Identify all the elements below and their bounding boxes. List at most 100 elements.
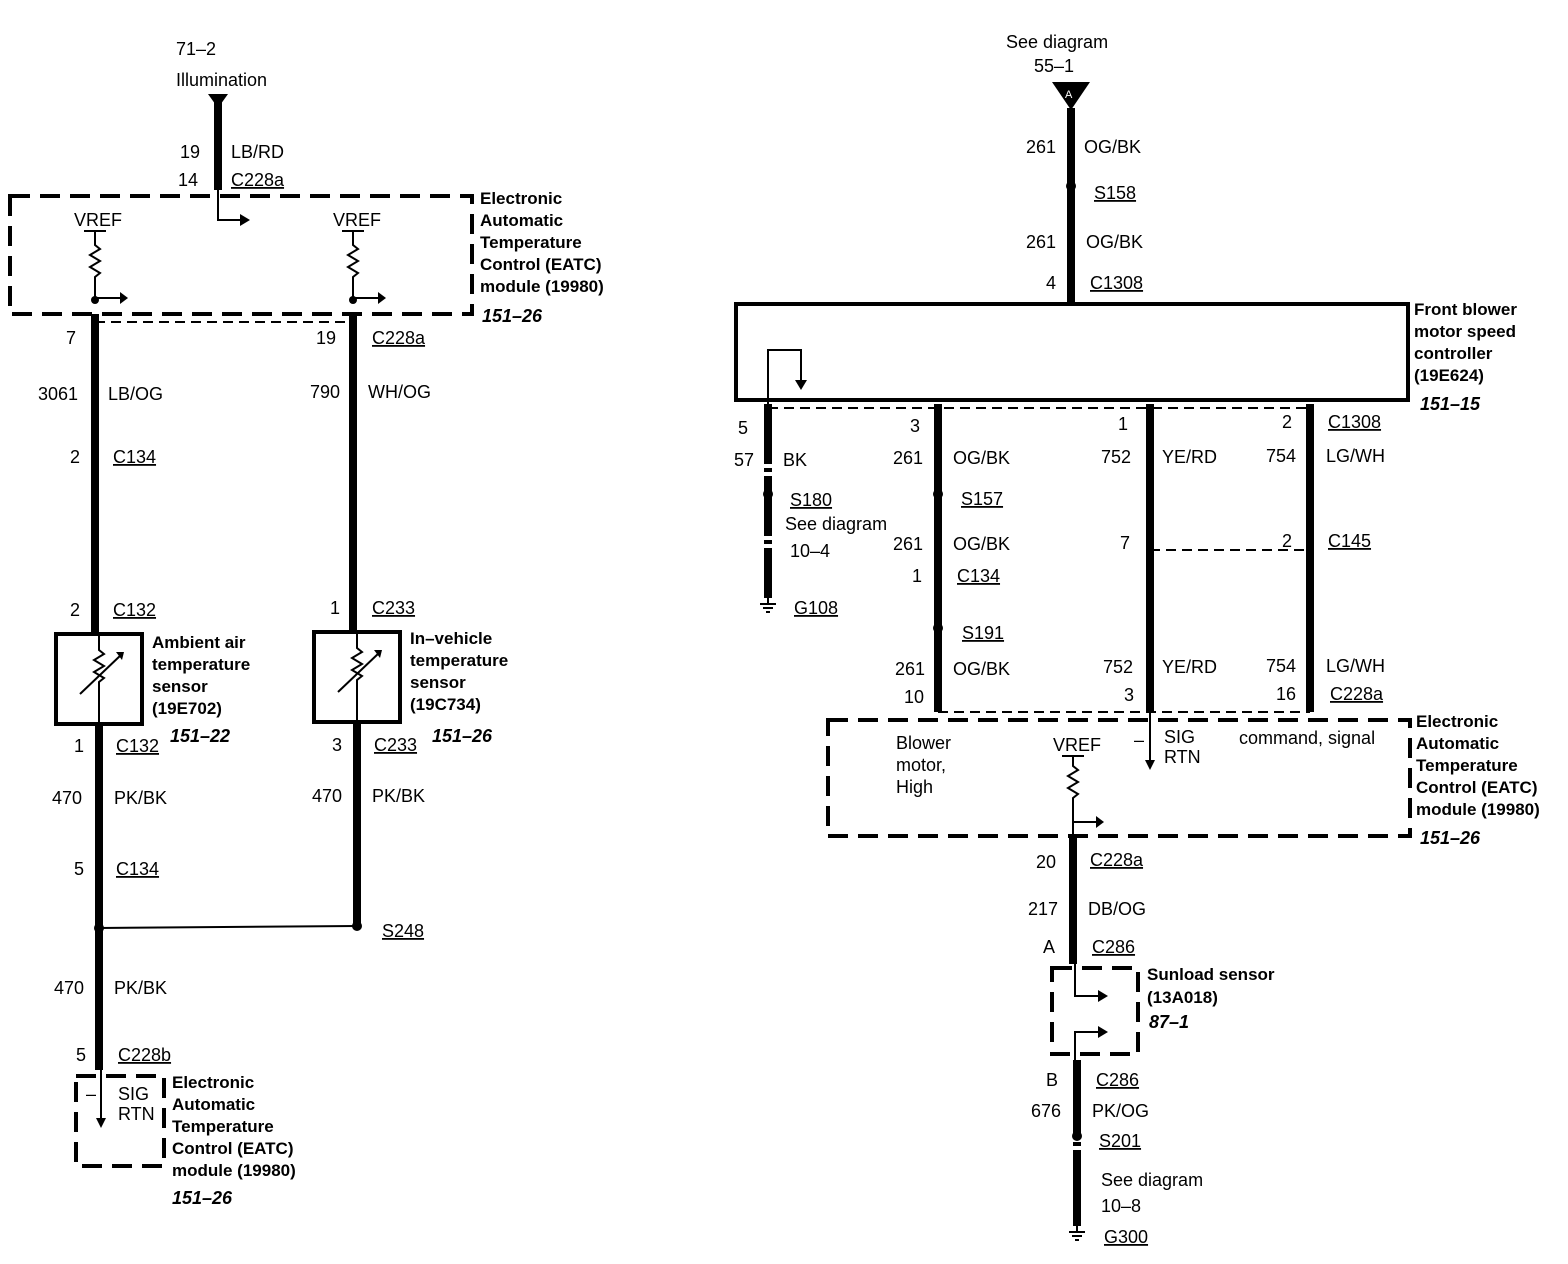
eatc-command: command, signal (1239, 728, 1375, 748)
wire-b-lower-circuit: 470 (312, 786, 342, 806)
eatc-top-title-5: module (19980) (480, 277, 604, 296)
right-circuit: See diagram 55–1 A 261 OG/BK S158 261 OG… (734, 32, 1540, 1247)
splice-s248-node-b (352, 921, 362, 931)
eatc-sense-arrow-icon (1096, 816, 1104, 828)
w2-c134: C134 (957, 566, 1000, 586)
wire-a-lower-c132-pin: 1 (74, 736, 84, 756)
eatc-vref: VREF (1053, 735, 1101, 755)
feed-pin: 4 (1046, 273, 1056, 293)
w3-color2: YE/RD (1162, 657, 1217, 677)
sun-out-circuit: 676 (1031, 1101, 1061, 1121)
sunload-internal-top (1074, 964, 1102, 997)
eatc-top-vref-b: VREF (333, 210, 381, 230)
w3-circuit2: 752 (1103, 657, 1133, 677)
illumination-label: Illumination (176, 70, 267, 90)
ambient-variable-line (79, 653, 123, 695)
w2-splice: S157 (961, 489, 1003, 509)
ambient-title-2: temperature (152, 655, 250, 674)
wire-bottom-pin: 5 (76, 1045, 86, 1065)
ambient-title-3: sensor (152, 677, 208, 696)
wire-a-c134-pin: 2 (70, 447, 80, 467)
connector-a-marker: A (1065, 89, 1073, 101)
sun-out-ground: G300 (1104, 1227, 1148, 1247)
see-top-label: See diagram (1006, 32, 1108, 52)
wire-a-c132-pin: 2 (70, 600, 80, 620)
controller-title-1: Front blower (1414, 300, 1517, 319)
invehicle-thermistor-icon (350, 632, 364, 722)
eatc-right-title-2: Automatic (1416, 734, 1499, 753)
wire-b-c233-pin: 1 (330, 598, 340, 618)
sunload-internal-bottom (1074, 1031, 1102, 1066)
invehicle-variable-line (337, 651, 381, 693)
eatc-top-page: 151–26 (482, 306, 543, 326)
w2-color2: OG/BK (953, 534, 1010, 554)
eatc-right-title-5: module (19980) (1416, 800, 1540, 819)
eatc-top-title-4: Control (EATC) (480, 255, 602, 274)
eatc-bottom-title-1: Electronic (172, 1073, 254, 1092)
w2-pin: 3 (910, 416, 920, 436)
wire-a-lower-color: PK/BK (114, 788, 167, 808)
sunload-page: 87–1 (1149, 1012, 1189, 1032)
ambient-thermistor-icon (92, 634, 106, 724)
eatc-minus: – (1134, 730, 1144, 750)
controller-title-4: (19E624) (1414, 366, 1484, 385)
w2-c134-pin: 1 (912, 566, 922, 586)
sun-wire-c286-pin: A (1043, 937, 1055, 957)
sunload-title-2: (13A018) (1147, 988, 1218, 1007)
invehicle-title-1: In–vehicle (410, 629, 492, 648)
wire-b-connector-top: C228a (372, 328, 426, 348)
node-a (91, 296, 99, 304)
w3-circuit: 752 (1101, 447, 1131, 467)
eatc-right-title-4: Control (EATC) (1416, 778, 1538, 797)
w2-circuit2: 261 (893, 534, 923, 554)
eatc-bottom-page: 151–26 (172, 1188, 233, 1208)
controller-title-2: motor speed (1414, 322, 1516, 341)
sun-out-see-ref: 10–8 (1101, 1196, 1141, 1216)
eatc-right-title-3: Temperature (1416, 756, 1518, 775)
w1-color: BK (783, 450, 807, 470)
sunload-arrow-top-icon (1098, 990, 1108, 1002)
invehicle-title-2: temperature (410, 651, 508, 670)
sun-wire-pin: 20 (1036, 852, 1056, 872)
wire-b-c233: C233 (372, 598, 415, 618)
w3-pin-bottom: 3 (1124, 685, 1134, 705)
sunload-arrow-bottom-icon (1098, 1026, 1108, 1038)
wire-b-lower-c233: C233 (374, 735, 417, 755)
wire-a-pin-top: 7 (66, 328, 76, 348)
w4-pin-bottom: 16 (1276, 684, 1296, 704)
w1-see: See diagram (785, 514, 887, 534)
feed-circuit1: 261 (1026, 137, 1056, 157)
s158-node (1066, 181, 1076, 191)
wire-19-connector: C228a (231, 170, 285, 190)
w1-pin: 5 (738, 418, 748, 438)
controller-internal (767, 349, 802, 404)
wire-b-pin-top: 19 (316, 328, 336, 348)
splice-s248: S248 (382, 921, 424, 941)
feed-color1: OG/BK (1084, 137, 1141, 157)
eatc-top-title-3: Temperature (480, 233, 582, 252)
s191-node (933, 623, 943, 633)
controller-internal-arrow-icon (795, 380, 807, 390)
w4-color2: LG/WH (1326, 656, 1385, 676)
w4-connector: C1308 (1328, 412, 1381, 432)
w2-circuit: 261 (893, 448, 923, 468)
eatc-bottom-rtn: RTN (118, 1104, 155, 1124)
invehicle-variable-arrow-icon (374, 650, 382, 658)
sun-out-c286: C286 (1096, 1070, 1139, 1090)
w1-splice: S180 (790, 490, 832, 510)
see-top-ref: 55–1 (1034, 56, 1074, 76)
eatc-sig: SIG (1164, 727, 1195, 747)
eatc-right-box (826, 718, 1412, 838)
eatc-bottom-title-4: Control (EATC) (172, 1139, 294, 1158)
wire-b-color: WH/OG (368, 382, 431, 402)
connector-a-arrow-icon (1052, 82, 1090, 110)
eatc-bottom-minus: – (86, 1084, 96, 1104)
invehicle-page: 151–26 (432, 726, 493, 746)
eatc-resistor-icon (1066, 756, 1080, 840)
sun-out-splice: S201 (1099, 1131, 1141, 1151)
controller-page: 151–15 (1420, 394, 1481, 414)
w4-color: LG/WH (1326, 446, 1385, 466)
w3-c145-pin: 7 (1120, 533, 1130, 553)
w2-circuit3: 261 (895, 659, 925, 679)
wire-19-color: LB/RD (231, 142, 284, 162)
